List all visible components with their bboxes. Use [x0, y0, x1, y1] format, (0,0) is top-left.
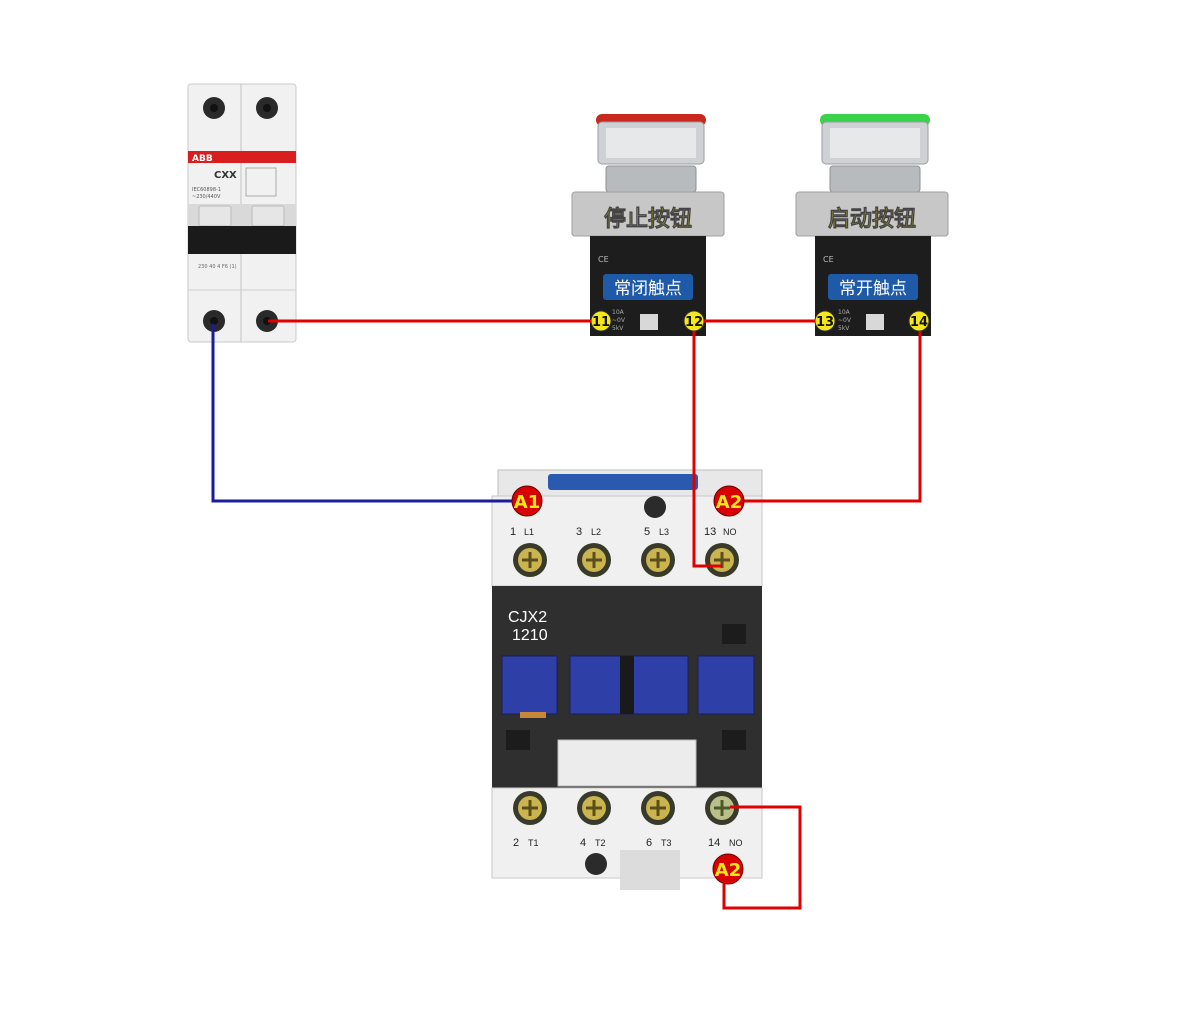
coil-marker-a2-top: A2 — [713, 485, 745, 517]
breaker-model: CXX — [214, 170, 237, 181]
contactor-terminal-1-l1 — [513, 543, 547, 577]
contactor-terminal-5-l3 — [641, 543, 675, 577]
breaker-handle-left[interactable] — [198, 205, 232, 227]
svg-text:5kV: 5kV — [612, 325, 624, 332]
svg-text:L2: L2 — [591, 527, 601, 537]
contactor-model-1: CJX2 — [508, 609, 547, 626]
svg-text:CE: CE — [823, 255, 834, 264]
stop-button-name: 停止按钮 — [604, 206, 692, 232]
stop-contact-type-label-bg — [603, 274, 693, 300]
contactor-terminal-13-no — [705, 543, 739, 577]
contactor-window-1 — [501, 655, 558, 715]
breaker-spec-1: IEC60898-1 — [192, 187, 221, 193]
contactor-top-labels: 1 L1 3 L2 5 L3 13 NO — [510, 526, 737, 538]
svg-text:3: 3 — [576, 526, 582, 538]
svg-text:2: 2 — [513, 837, 519, 849]
svg-text:L3: L3 — [659, 527, 669, 537]
svg-text:6: 6 — [646, 837, 652, 849]
contactor-window-3 — [697, 655, 755, 715]
contactor-terminal-2-t1 — [513, 791, 547, 825]
ac-contactor: 1 L1 3 L2 5 L3 13 NO CJX2 1210 — [491, 469, 763, 890]
svg-text:13: 13 — [816, 315, 834, 330]
contactor-terminal-3-l2 — [577, 543, 611, 577]
stop-terminal-12: 12 — [683, 310, 705, 332]
svg-text:~0V: ~0V — [612, 317, 626, 324]
breaker-bottom-terminal-left — [203, 310, 225, 332]
circuit-breaker: ABB CXX IEC60898-1 ~230/440V 230 40 4 F6… — [187, 83, 297, 343]
breaker-bottom-terminal-right — [256, 310, 278, 332]
svg-text:1: 1 — [510, 526, 516, 538]
svg-text:L1: L1 — [524, 527, 534, 537]
svg-text:11: 11 — [592, 315, 610, 330]
breaker-top-terminal-left — [203, 97, 225, 119]
svg-text:T2: T2 — [595, 838, 606, 848]
wire-14-to-a2 — [744, 331, 922, 503]
wire-contactor-14-to-a2 — [722, 805, 802, 910]
breaker-bottom-text: 230 40 4 F6 (1) — [198, 264, 237, 270]
wire-neutral-breaker-to-a1 — [211, 324, 512, 503]
start-rating-left: 10A ~0V 5kV — [838, 309, 852, 332]
contactor-model-2: 1210 — [512, 627, 548, 644]
start-button-name: 启动按钮 — [828, 206, 916, 232]
breaker-handle-right[interactable] — [251, 205, 285, 227]
start-push-button: 启动按钮 常开触点 CE 10A ~0V 5kV 13 14 — [795, 114, 949, 336]
svg-text:~0V: ~0V — [838, 317, 852, 324]
contactor-terminal-14-no — [705, 791, 739, 825]
wire-12-to-contactor-13 — [692, 331, 722, 568]
breaker-brand: ABB — [192, 154, 213, 164]
svg-text:A2: A2 — [716, 492, 742, 513]
coil-marker-a1: A1 — [511, 485, 543, 517]
svg-text:CE: CE — [598, 255, 609, 264]
coil-marker-a2-bottom: A2 — [712, 853, 744, 885]
svg-text:13: 13 — [704, 526, 716, 538]
wires — [211, 319, 922, 910]
svg-text:T1: T1 — [528, 838, 539, 848]
start-terminal-14: 14 — [908, 310, 930, 332]
svg-text:NO: NO — [723, 527, 737, 537]
start-terminal-13: 13 — [814, 310, 836, 332]
start-contact-type-label-bg — [828, 274, 918, 300]
svg-text:14: 14 — [910, 315, 928, 330]
breaker-top-terminal-right — [256, 97, 278, 119]
breaker-spec-2: ~230/440V — [192, 194, 221, 200]
svg-text:4: 4 — [580, 837, 586, 849]
contactor-terminal-4-t2 — [577, 791, 611, 825]
svg-text:A2: A2 — [715, 860, 741, 881]
stop-terminal-11: 11 — [590, 310, 612, 332]
contactor-terminal-6-t3 — [641, 791, 675, 825]
svg-text:A1: A1 — [514, 492, 540, 513]
svg-text:T3: T3 — [661, 838, 672, 848]
svg-text:12: 12 — [685, 315, 703, 330]
stop-rating-left: 10A ~0V 5kV — [612, 309, 626, 332]
contactor-indicator — [557, 739, 697, 787]
svg-text:NO: NO — [729, 838, 743, 848]
svg-text:10A: 10A — [838, 309, 851, 316]
svg-text:10A: 10A — [612, 309, 625, 316]
start-contact-type: 常开触点 — [839, 279, 907, 299]
contactor-bottom-labels: 2 T1 4 T2 6 T3 14 NO — [513, 837, 743, 849]
svg-text:14: 14 — [708, 837, 720, 849]
stop-push-button: 停止按钮 常闭触点 CE 10A ~0V 5kV 11 12 — [571, 114, 725, 336]
svg-text:5kV: 5kV — [838, 325, 850, 332]
svg-text:5: 5 — [644, 526, 650, 538]
stop-contact-type: 常闭触点 — [614, 279, 682, 299]
